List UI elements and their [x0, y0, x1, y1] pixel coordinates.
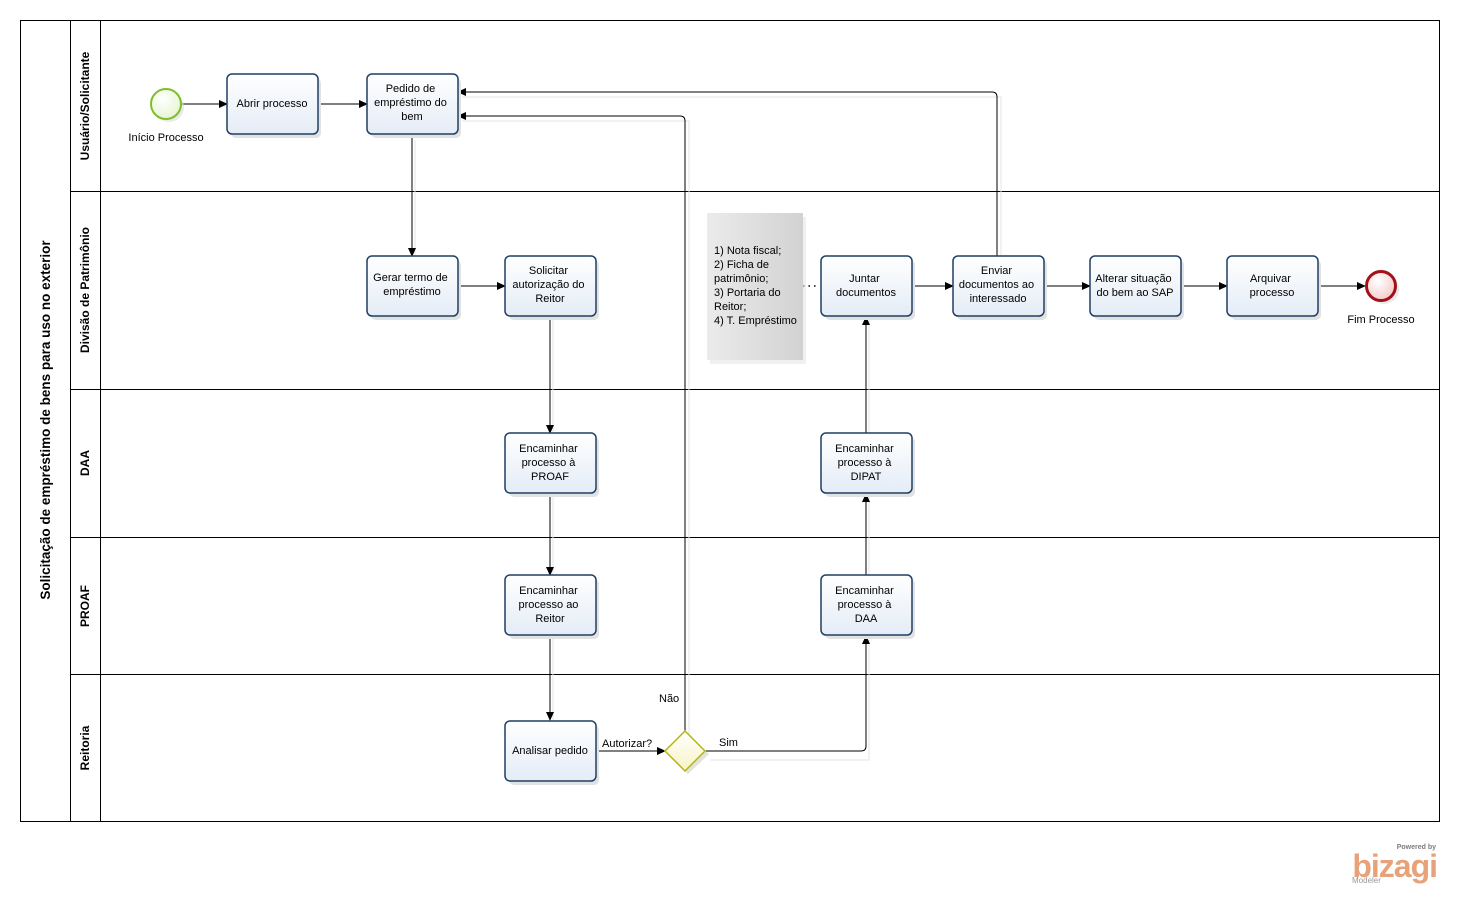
svg-text:Gerar termo de empréstim: Gerar termo de empréstimo [373, 272, 451, 298]
pool: Solicitação de empréstimo de bens para u… [20, 20, 1440, 822]
task-arquivar-processo-line-1: Arquivar [1250, 273, 1291, 285]
logo-powered-by: Powered by [1397, 844, 1436, 851]
task-alterar-situacao-line-2: do bem ao SAP [1096, 287, 1173, 299]
task-arquivar-processo[interactable]: Arquivar processo [1226, 255, 1321, 320]
annotation-line-1: 1) Nota fiscal; [714, 245, 781, 257]
task-encaminhar-daa-line-1: Encaminhar [835, 585, 894, 597]
task-encaminhar-proaf-line-3: PROAF [531, 471, 569, 483]
task-juntar-documentos-line-2: documentos [836, 287, 896, 299]
start-event-label: Início Processo [128, 132, 203, 144]
task-abrir-processo[interactable]: Abrir processo [226, 73, 321, 138]
task-abrir-processo-line-1: Abrir processo [237, 98, 308, 110]
task-gerar-termo-line-2: empréstimo [383, 286, 440, 298]
gateway-label: Autorizar? [602, 738, 652, 750]
annotation-line-5: Reitor; [714, 301, 746, 313]
lane-label-usuario: Usuário/Solicitante [78, 51, 92, 160]
task-encaminhar-dipat-line-3: DIPAT [851, 471, 882, 483]
annotation-line-3: patrimônio; [714, 273, 768, 285]
end-event-label: Fim Processo [1347, 314, 1414, 326]
task-solicitar-autorizacao-line-2: autorização do [512, 279, 584, 291]
task-encaminhar-proaf-line-1: Encaminhar [519, 443, 578, 455]
svg-text:Abrir processo: Abrir processo [237, 98, 308, 110]
lane-label-reitoria: Reitoria [78, 725, 92, 770]
task-encaminhar-reitor[interactable]: Encaminhar processo ao Reitor [504, 574, 599, 639]
task-pedido-emprestimo[interactable]: Pedido de empréstimo do bem [366, 73, 461, 138]
task-analisar-pedido-line-1: Analisar pedido [512, 745, 588, 757]
task-pedido-emprestimo-line-2: empréstimo do [374, 97, 447, 109]
svg-text:Pedido de empréstimo do: Pedido de empréstimo do bem [374, 83, 450, 123]
text-annotation: 1) Nota fiscal; 2) Ficha de patrimônio; … [707, 213, 806, 364]
flow-enviar-to-pedido [457, 87, 998, 256]
lane-label-proaf: PROAF [78, 585, 92, 627]
flow-shadows [414, 96, 1002, 761]
task-alterar-situacao-line-1: Alterar situação [1095, 273, 1171, 285]
lane-labels: Usuário/Solicitante Divisão de Patrimôni… [78, 51, 92, 770]
svg-text:Solicitar autorização do: Solicitar autorização do Reitor [512, 265, 587, 305]
end-event[interactable] [1365, 270, 1400, 305]
task-encaminhar-reitor-line-2: processo ao [519, 599, 579, 611]
task-enviar-documentos-line-3: interessado [970, 293, 1027, 305]
task-enviar-documentos[interactable]: Enviar documentos ao interessado [952, 255, 1047, 320]
task-encaminhar-daa[interactable]: Encaminhar processo à DAA [820, 574, 915, 639]
task-encaminhar-proaf-line-2: processo à [522, 457, 577, 469]
task-solicitar-autorizacao-line-1: Solicitar [529, 265, 568, 277]
task-encaminhar-reitor-line-3: Reitor [535, 613, 565, 625]
logo-name: bizagi [1352, 848, 1437, 884]
svg-text:Analisar pedido: Analisar pedido [512, 745, 588, 757]
task-juntar-documentos[interactable]: Juntar documentos [820, 255, 915, 320]
pool-title: Solicitação de empréstimo de bens para u… [38, 240, 53, 600]
gateway-yes-label: Sim [719, 737, 738, 749]
gateway-no-label: Não [659, 693, 679, 705]
task-encaminhar-reitor-line-1: Encaminhar [519, 585, 578, 597]
task-encaminhar-proaf[interactable]: Encaminhar processo à PROAF [504, 432, 599, 497]
task-encaminhar-daa-line-3: DAA [855, 613, 878, 625]
annotation-line-2: 2) Ficha de [714, 259, 769, 271]
task-pedido-emprestimo-line-1: Pedido de [386, 83, 436, 95]
task-enviar-documentos-line-1: Enviar [981, 265, 1013, 277]
svg-text:1) Nota fiscal; 2) Ficha: 1) Nota fiscal; 2) Ficha de patrimônio; … [714, 245, 797, 327]
svg-text:Encaminhar processo ao: Encaminhar processo ao Reitor [519, 585, 582, 625]
bizagi-logo: Powered by bizagi Modeler [1352, 844, 1438, 885]
flow-gateway-nao [457, 111, 686, 731]
sequence-flows [182, 87, 1366, 756]
task-encaminhar-dipat[interactable]: Encaminhar processo à DIPAT [820, 432, 915, 497]
svg-text:Alterar situação do bem: Alterar situação do bem ao SAP [1095, 273, 1175, 299]
lane-label-dipat: Divisão de Patrimônio [78, 227, 92, 353]
task-solicitar-autorizacao[interactable]: Solicitar autorização do Reitor [504, 255, 599, 320]
svg-text:Arquivar processo: Arquivar processo [1250, 273, 1295, 299]
task-encaminhar-dipat-line-1: Encaminhar [835, 443, 894, 455]
task-juntar-documentos-line-1: Juntar [849, 273, 880, 285]
svg-text:Encaminhar processo à: Encaminhar processo à PROAF [519, 443, 581, 483]
task-pedido-emprestimo-line-3: bem [401, 111, 422, 123]
annotation-line-6: 4) T. Empréstimo [714, 315, 797, 327]
task-enviar-documentos-line-2: documentos ao [959, 279, 1034, 291]
task-gerar-termo[interactable]: Gerar termo de empréstimo [366, 255, 461, 320]
task-solicitar-autorizacao-line-3: Reitor [535, 293, 565, 305]
svg-text:Enviar documentos ao: Enviar documentos ao interessado [959, 265, 1037, 305]
svg-text:Encaminhar processo à: Encaminhar processo à DIPAT [835, 443, 897, 483]
task-alterar-situacao[interactable]: Alterar situação do bem ao SAP [1089, 255, 1184, 320]
lane-label-daa: DAA [78, 450, 92, 476]
exclusive-gateway[interactable] [663, 729, 709, 774]
annotation-line-4: 3) Portaria do [714, 287, 781, 299]
logo-product: Modeler [1352, 876, 1381, 885]
task-gerar-termo-line-1: Gerar termo de [373, 272, 448, 284]
start-event[interactable] [150, 88, 184, 122]
task-encaminhar-daa-line-2: processo à [838, 599, 893, 611]
task-arquivar-processo-line-2: processo [1250, 287, 1295, 299]
task-analisar-pedido[interactable]: Analisar pedido [504, 720, 599, 785]
task-encaminhar-dipat-line-2: processo à [838, 457, 893, 469]
svg-text:Encaminhar processo à: Encaminhar processo à DAA [835, 585, 897, 625]
flow-gateway-sim [705, 635, 871, 752]
svg-text:Juntar documentos: Juntar documentos [836, 273, 896, 299]
